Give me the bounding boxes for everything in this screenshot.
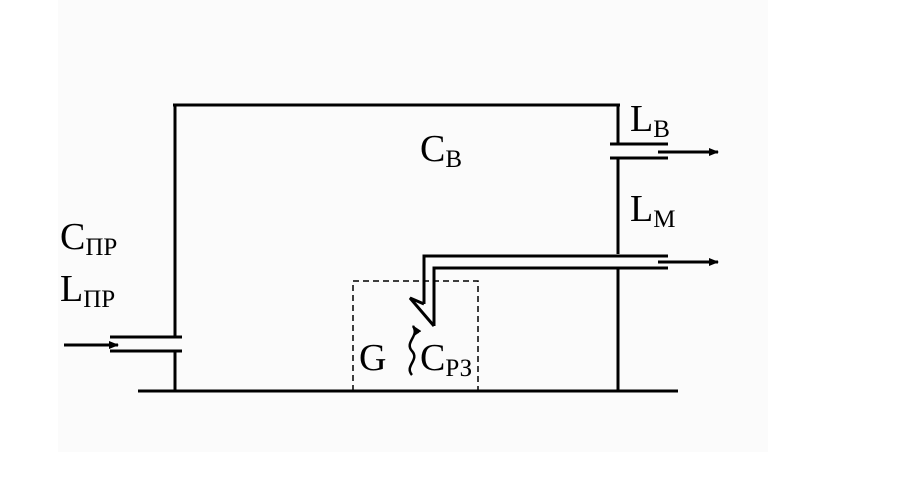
probe-tip [408,296,436,327]
label-c-pr-main: C [60,216,86,258]
label-l-pr: LПР [60,268,115,312]
label-c-v-sub: В [445,146,463,173]
label-c-rz: CРЗ [420,337,472,381]
label-l-m-sub: М [653,206,676,233]
label-l-m-main: L [630,188,654,230]
label-c-rz-sub: РЗ [445,355,473,382]
channel-inner [432,266,668,326]
label-c-pr-sub: ПР [85,234,118,261]
label-l-pr-sub: ПР [83,286,116,313]
label-c-v-main: C [420,128,446,170]
reaction-zone-box [352,280,479,392]
label-l-v-sub: В [653,116,670,143]
label-l-v-main: L [630,98,654,140]
label-c-v: CВ [420,128,462,172]
label-l-pr-main: L [60,268,84,310]
label-l-m: LМ [630,188,675,232]
channel-outer [422,254,668,304]
label-c-rz-main: C [420,337,446,379]
label-g: G [359,339,386,377]
wavy-arrow [408,325,422,376]
label-g-text: G [359,337,387,379]
label-c-pr: CПР [60,216,117,260]
label-l-v: LВ [630,98,670,142]
